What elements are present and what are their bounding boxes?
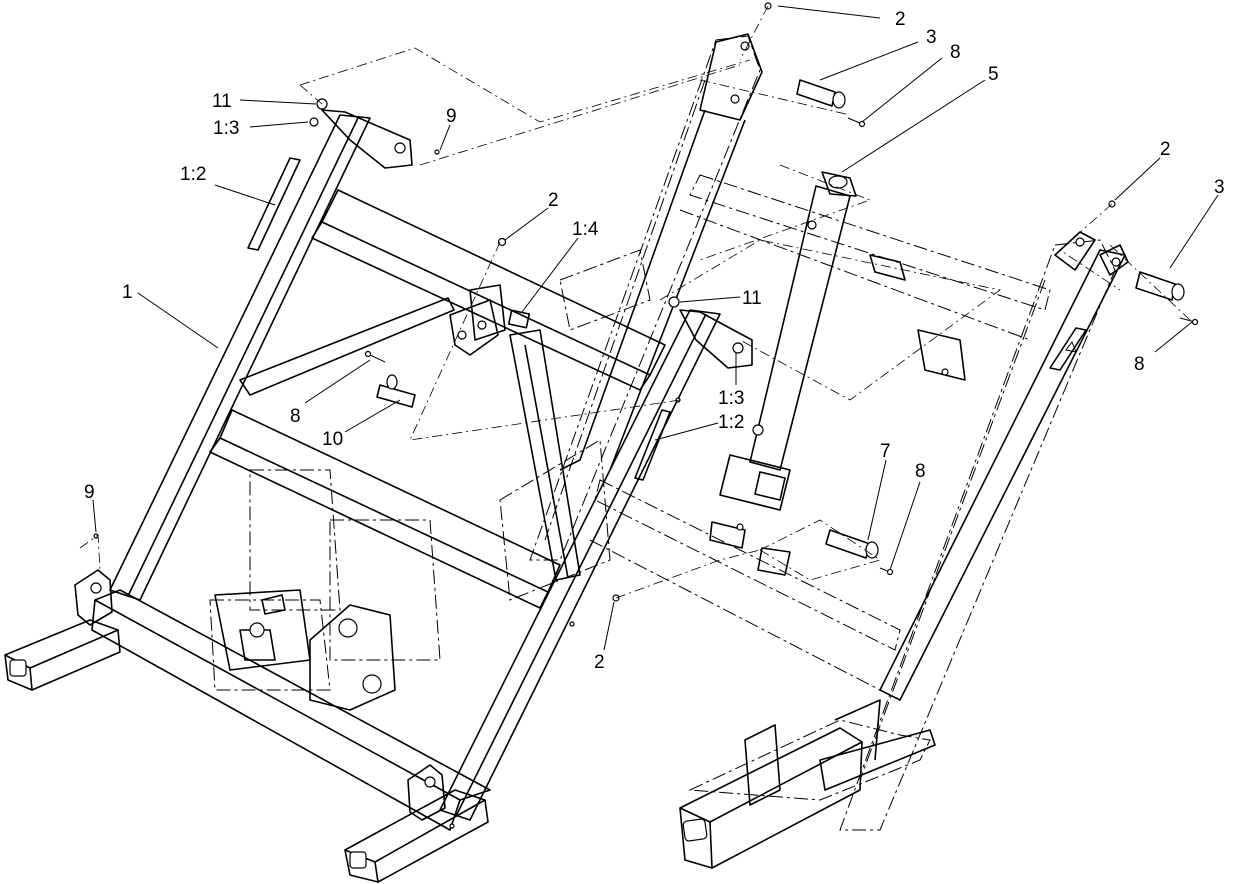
callout-9-bottom: 9 (84, 482, 95, 503)
callout-5: 5 (988, 64, 999, 85)
callout-8-bottom: 8 (915, 461, 926, 482)
callout-7: 7 (880, 441, 891, 462)
callout-2-top: 2 (895, 9, 906, 30)
callout-9-top: 9 (446, 106, 457, 127)
hardware (93, 2, 1199, 602)
callout-1-3-mid: 1:3 (718, 388, 744, 409)
callout-1-2-mid: 1:2 (718, 412, 744, 433)
callout-2-mid: 2 (548, 190, 559, 211)
decals (247, 157, 1087, 481)
callout-3-right: 3 (1214, 177, 1225, 198)
callout-2-right: 2 (1160, 139, 1171, 160)
callout-8-right: 8 (1134, 354, 1145, 375)
callout-11-left: 11 (212, 91, 232, 112)
callout-labels: 2 3 8 5 11 1:3 9 1:2 2 1:4 2 3 1 11 8 1:… (84, 9, 1225, 673)
rear-left-upright (559, 33, 763, 471)
rear-brackets (709, 254, 966, 576)
callout-2-bottom: 2 (594, 652, 605, 673)
callout-1-3-left: 1:3 (213, 118, 239, 139)
leader-lines (92, 5, 1219, 651)
callout-10: 10 (322, 429, 343, 450)
callout-1-4: 1:4 (572, 219, 599, 240)
callout-11-mid: 11 (742, 288, 762, 309)
callout-3-top: 3 (926, 27, 937, 48)
callout-8-top: 8 (950, 42, 961, 63)
rear-frame-foot (679, 231, 1129, 869)
callout-1: 1 (122, 282, 133, 303)
callout-1-2-left: 1:2 (180, 164, 206, 185)
front-frame (4, 109, 753, 883)
alignment-lines (79, 5, 1191, 599)
rear-frame-ghost (209, 35, 1116, 831)
front-subframe (214, 589, 396, 711)
callout-8-left: 8 (290, 406, 301, 427)
hydraulic-cylinder (719, 171, 857, 511)
